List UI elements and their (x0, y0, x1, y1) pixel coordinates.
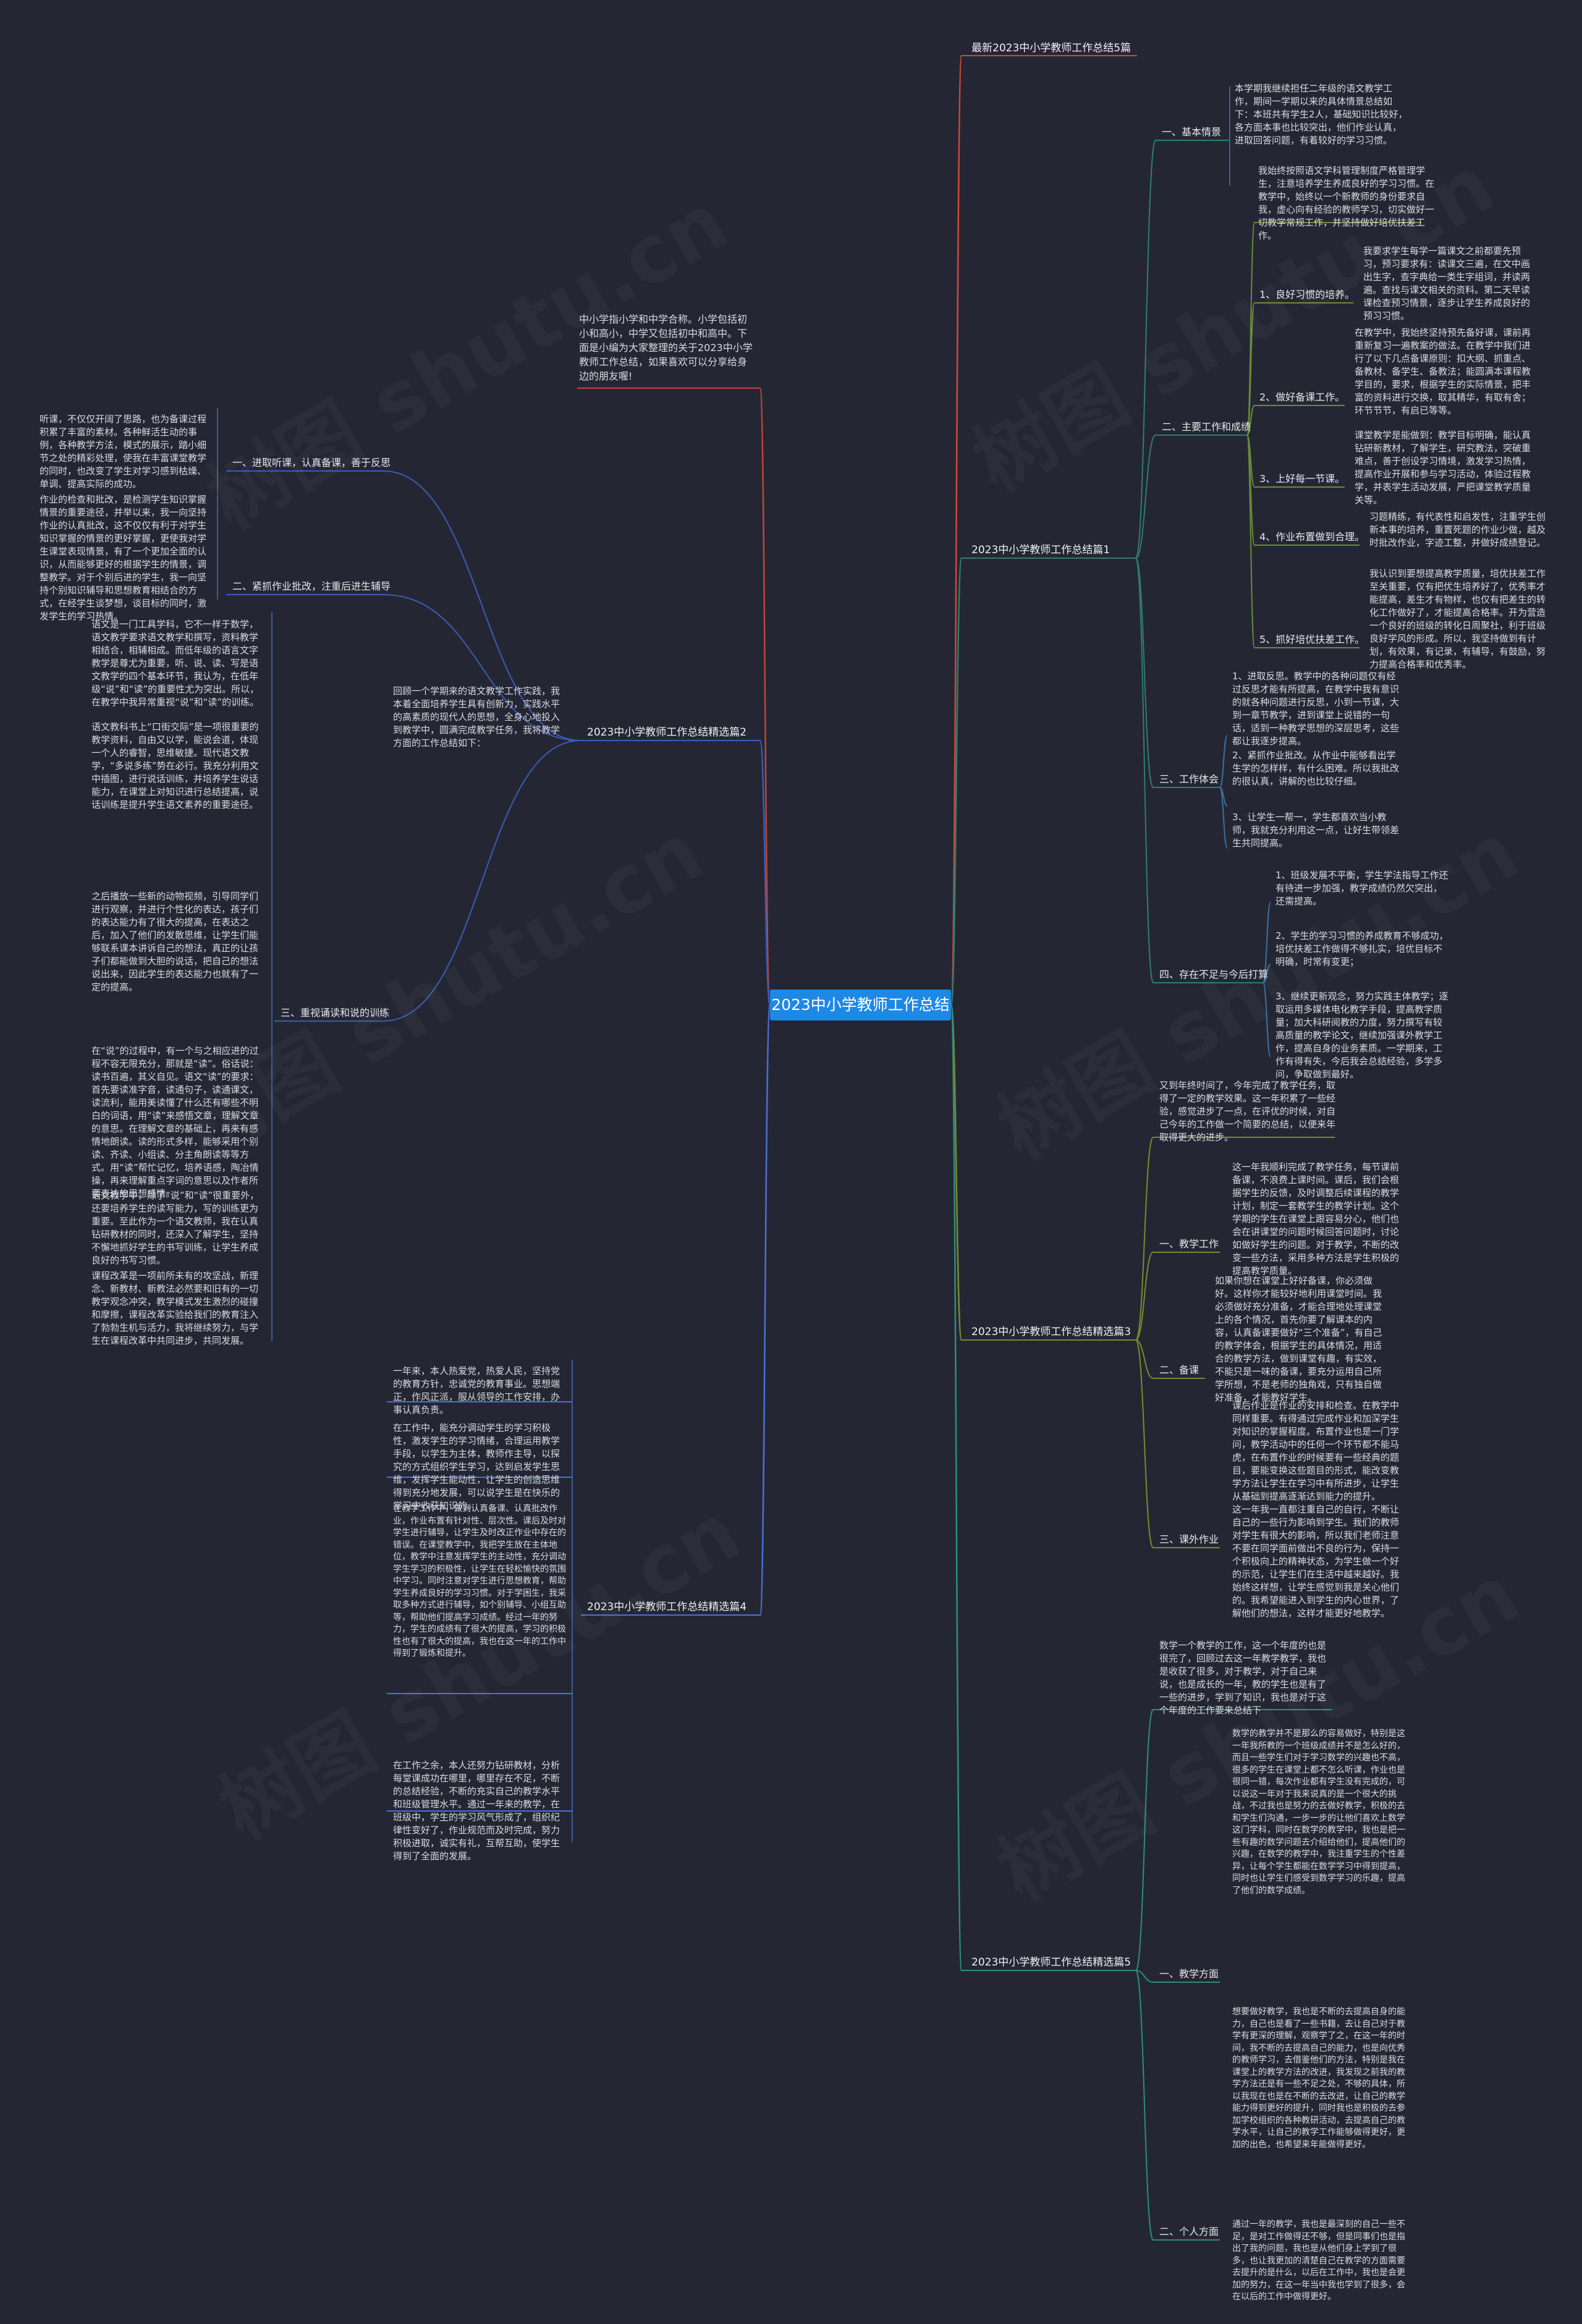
p2-item1-text: 听课，不仅仅开阔了思路，也为备课过程积累了丰富的素材。各种鲜活生动的事例，各种教… (40, 413, 207, 490)
p1-basic-text: 本学期我继续担任二年级的语文教学工作，期间一学期以来的具体情景总结如下：本班共有… (1235, 83, 1408, 146)
p1-item3-text: 课堂教学是能做到：教学目标明确，能认真钻研新教材，了解学生，研究教法，突破重难点… (1355, 430, 1531, 506)
connector-line (1135, 558, 1154, 983)
p2-item3-text-3: 之后播放一些新的动物视频，引导同学们进行观察，并进行个性化的表达，孩子们的表达能… (91, 891, 259, 993)
p3-item1-text: 这一年我顺利完成了教学任务，每节课前备课，不浪费上课时间。课后，我们会根据学生的… (1232, 1161, 1400, 1276)
connector-line (1135, 558, 1154, 788)
branch-p3[interactable]: 2023中小学教师工作总结精选篇3 (971, 1326, 1132, 1338)
p1-item1-text: 我要求学生每学一篇课文之前都要先预习，预习要求有：读课文三遍，在文中画出生字，查… (1363, 245, 1531, 321)
connector-line (1263, 902, 1271, 983)
branch-top-item[interactable]: 最新2023中小学教师工作总结5篇 (971, 42, 1132, 54)
connector-line (1135, 1339, 1154, 1379)
connector-line (383, 740, 582, 1022)
connector-line (759, 387, 771, 1006)
p3-item1-label[interactable]: 一、教学工作 (1159, 1238, 1219, 1250)
p1-item3-label[interactable]: 3、上好每一节课。 (1259, 473, 1345, 485)
connector-line (1263, 982, 1271, 1058)
connector-line (1135, 140, 1156, 559)
p1-issues-text-3: 3、继续更新观念，努力实践主体教学；逐取运用多媒体电化教学手段，提高教学质量；加… (1275, 991, 1449, 1080)
p1-item4-label[interactable]: 4、作业布置做到合理。 (1259, 531, 1365, 543)
p1-exp-text-2: 2、紧抓作业批改。从作业中能够看出学生学的怎样样，有什么困难。所以我批改的很认真… (1232, 750, 1400, 787)
connector-line (1246, 435, 1255, 648)
p2-item2-text: 作业的检查和批改，是检测学生知识掌握情景的重要途径，并举以来，我一向坚持作业的认… (40, 494, 207, 622)
connector-line (1246, 405, 1255, 436)
p1-issues-text-1: 1、班级发展不平衡，学生学法指导工作还有待进一步加强，教学成绩仍然欠突出，还需提… (1275, 870, 1449, 907)
p1-item5-label[interactable]: 5、抓好培优扶差工作。 (1259, 634, 1365, 645)
p5-item2-label[interactable]: 二、个人方面 (1159, 2226, 1219, 2237)
p4-text-1: 一年来，本人热爱党，热爱人民，坚持党的教育方针，忠诚党的教育事业。思想端正，作风… (393, 1365, 560, 1415)
connector-line (1135, 1339, 1154, 1548)
p2-item1-label[interactable]: 一、进取听课，认真备课，善于反思 (232, 457, 391, 469)
p4-text-3: 在教学工作中，做到认真备课、认真批改作业，作业布置有针对性、层次性。课后及时对学… (393, 1504, 566, 1658)
p1-basic-label[interactable]: 一、基本情景 (1162, 126, 1222, 138)
p1-item2-text: 在教学中，我始终坚持预先备好课，课前再重新复习一遍教案的做法。在教学中我们进行了… (1355, 327, 1531, 416)
connector-line (1135, 1252, 1154, 1341)
p2-item3-text-2: 语文教科书上“口街交际”是一项很重要的教学资料，自由又以学，能说会道，体现一个人… (91, 721, 259, 810)
p1-item4-text: 习题精练，有代表性和启发性，注重学生创新本事的培养，重置死题的作业少做，越及时批… (1369, 511, 1546, 548)
p3-item2-text: 如果你想在课堂上好好备课，你必须做好。这样你才能较好地利用课堂时间。我必须做好充… (1215, 1275, 1382, 1403)
p3-item4-text: 这一年我一直都注重自己的自行，不断让自己的一些行为影响到学生。我们的教师对学生有… (1232, 1504, 1400, 1619)
connector-line (1246, 222, 1255, 436)
connector-line (1263, 964, 1271, 983)
root-topic[interactable]: 2023中小学教师工作总结 (770, 990, 951, 1020)
branch-p2[interactable]: 2023中小学教师工作总结精选篇2 (587, 726, 747, 739)
p2-item3-label[interactable]: 三、重视诵读和说的训练 (281, 1007, 390, 1019)
connector-line (1219, 787, 1228, 849)
p2-item3-text-4: 在“说”的过程中，有一个与之相应进的过程不容无限充分，那就是“读”。俗话说：读书… (91, 1045, 259, 1199)
connector-line (383, 470, 582, 741)
p3-intro: 又到年终时间了，今年完成了教学任务，取得了一定的教学效果。这一年积累了一些经验，… (1159, 1080, 1336, 1143)
connector-line (1246, 302, 1255, 436)
connector-line (950, 557, 963, 1006)
connector-line (950, 1004, 963, 1972)
p1-issues-label[interactable]: 四、存在不足与今后打算 (1159, 969, 1269, 980)
connector-line (759, 739, 771, 1006)
connector-line (1219, 735, 1228, 788)
p1-exp-label[interactable]: 三、工作体会 (1159, 773, 1219, 785)
p1-item2-label[interactable]: 2、做好备课工作。 (1259, 391, 1345, 403)
connector-line (1135, 1970, 1154, 1983)
p3-item3-text: 课后作业是作业的安排和检查。在教学中同样重要。有得通过完成作业和加深学生对知识的… (1232, 1400, 1400, 1502)
p2-item2-label[interactable]: 二、紧抓作业批改，注重后进生辅导 (232, 580, 391, 592)
p1-main-intro: 我始终按照语文学科管理制度严格管理学生，注意培养学生养成良好的学习习惯。在教学中… (1258, 165, 1435, 241)
intro-text: 中小学指小学和中学合称。小学包括初小和高小，中学又包括初中和高中。下面是小编为大… (579, 313, 753, 382)
branch-p1[interactable]: 2023中小学教师工作总结篇1 (971, 544, 1110, 556)
connector-line (1135, 1137, 1154, 1341)
connector-line (1135, 435, 1156, 559)
p2-item3-text-6: 课程改革是一项前所未有的攻坚战，新理念、新教材、新教法必然要和旧有的一切教学观念… (91, 1270, 259, 1346)
connector-line (1135, 1709, 1154, 1971)
p2-item3-text-1: 语文是一门工具学科，它不一样于数学，语文教学要求语文教学和撰写，资料教学相结合，… (91, 619, 260, 708)
p3-item3-label[interactable]: 三、课外作业 (1159, 1533, 1219, 1545)
connector-line (759, 1004, 771, 1616)
branch-p5[interactable]: 2023中小学教师工作总结精选篇5 (971, 1956, 1132, 1969)
p4-text-4: 在工作之余，本人还努力钻研教材，分析每堂课成功在哪里，哪里存在不足，不断的总结经… (393, 1760, 560, 1862)
p5-item1-text: 数学的教学并不是那么的容易做好，特别是这一年我所教的一个班级成绩并不是怎么好的，… (1232, 1729, 1405, 1896)
p4-text-2: 在工作中，能充分调动学生的学习积极性，激发学生的学习情绪，合理运用教学手段，以学… (393, 1422, 560, 1511)
p5-item3-text: 通过一年的教学，我也是最深刻的自己一些不足，是对工作做得还不够，但是同事们也是指… (1232, 2220, 1405, 2302)
p5-item2-text: 想要做好教学，我也是不断的去提高自身的能力，自己也是看了一些书籍，去让自己对于教… (1232, 2007, 1405, 2150)
branch-p4[interactable]: 2023中小学教师工作总结精选篇4 (587, 1601, 747, 1613)
connector-line (383, 594, 582, 741)
p1-exp-text-3: 3、让学生一帮一，学生都喜欢当小教师，我就充分利用这一点，让好生带领差生共同提高… (1232, 812, 1400, 849)
connector-line (950, 54, 963, 1006)
p5-intro: 数学一个教学的工作，这一个年度的也是很完了，回顾过去这一年教学教学，我也是收获了… (1159, 1640, 1327, 1716)
connector-line (1135, 1970, 1154, 2241)
p2-intro: 回顾一个学期来的语文教学工作实践，我本着全面培养学生具有创新力，实践水平的高素质… (393, 685, 560, 749)
p1-main-label[interactable]: 二、主要工作和成绩 (1162, 421, 1251, 433)
p2-item3-text-5: 语文教学中，除了“说”和“读”很重要外，还要培养学生的读写能力，写的训练更为重要… (91, 1190, 260, 1266)
p1-item5-text: 我认识到要想提高教学质量，培优扶差工作至关重要，仅有把优生培养好了，优秀率才能提… (1369, 568, 1546, 670)
p1-item1-label[interactable]: 1、良好习惯的培养。 (1259, 289, 1355, 300)
p1-exp-text-1: 1、进取反思。教学中的各种问题仅有经过反思才能有所提高，在教学中我有意识的就各种… (1232, 671, 1400, 747)
p5-item1-label[interactable]: 一、教学方面 (1159, 1968, 1219, 1980)
p1-issues-text-2: 2、学生的学习习惯的养成教育不够成功，培优扶差工作做得不够扎实，培优目标不明确，… (1275, 930, 1449, 967)
p3-item2-label[interactable]: 二、备课 (1159, 1364, 1199, 1376)
